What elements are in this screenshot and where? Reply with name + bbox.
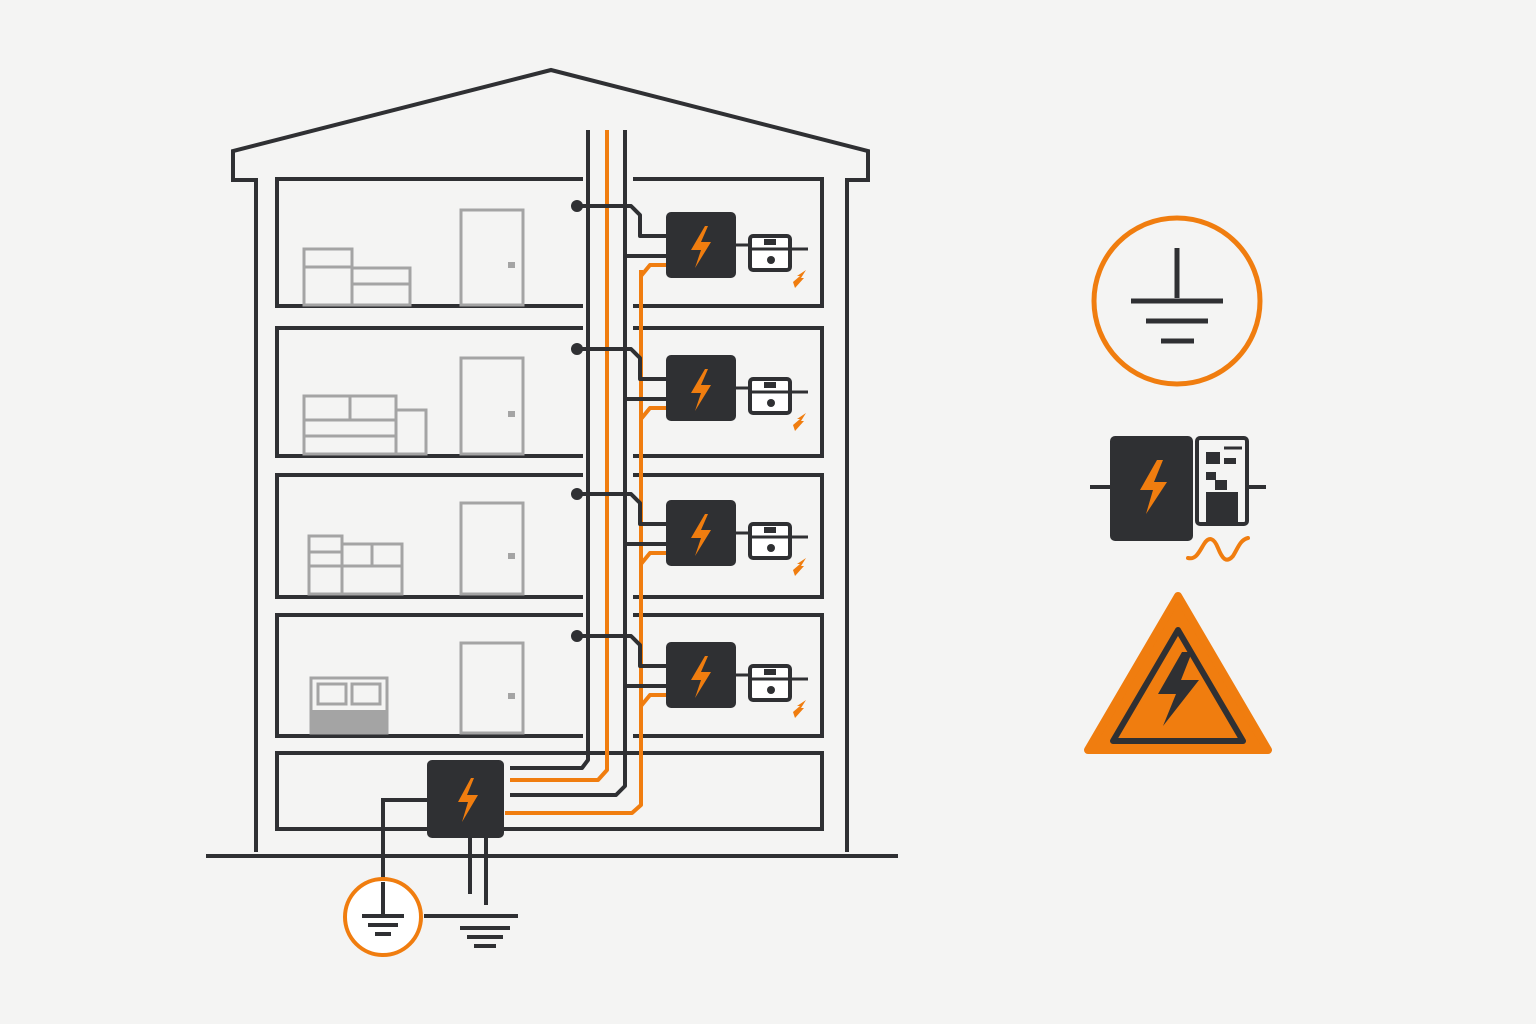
riser-cable-orange-right [505,270,643,815]
main-distribution-panel [427,760,504,838]
meter-display [764,527,776,533]
floor-3-electrical-assembly [571,488,808,576]
ground-conductor [381,798,427,880]
ground-symbol-icon [1091,215,1263,387]
energy-meter-icon [748,664,792,702]
cabinet-icon [309,676,389,735]
building [206,67,898,858]
earth-ground-symbol [460,926,510,948]
building-roof [231,67,870,852]
door-icon [459,356,525,456]
riser-cable-dark-left [510,130,590,770]
ground-symbol-icon [343,877,423,957]
panel-feed-cable [577,347,666,381]
spark-icon [793,413,806,431]
panel-ground-cable [639,263,666,278]
meter-dial [767,256,775,264]
sofa-icon [302,394,428,456]
door-icon [459,641,525,735]
panel-ground-cable [639,693,666,708]
spark-icon [793,270,806,288]
door-icon [459,501,525,596]
main-grounding [343,760,518,957]
panel-ground-cable [639,551,666,566]
meter-display [764,239,776,245]
legend [1084,215,1272,754]
lightning-bolt-icon [691,656,711,698]
spark-icon [793,558,806,576]
spark-icon [793,700,806,718]
panel-feed-cable [577,634,666,668]
meter-display [764,669,776,675]
floor-rooms [275,177,824,831]
lightning-bolt-icon [691,369,711,411]
bunk-bed-icon [302,247,412,307]
panel-feed-cable [577,492,666,526]
floor-2-electrical-assembly [571,343,808,431]
lightning-bolt-icon [691,514,711,556]
electrical-panel-icon [1090,436,1266,562]
riser-cable-dark-right [510,130,627,797]
interior-furniture [302,208,525,735]
floor-panels [571,200,808,718]
meter-display [764,382,776,388]
energy-meter-icon [748,377,792,415]
high-voltage-warning-icon [1084,592,1272,754]
door-icon [459,208,525,307]
bunk-bed-icon [307,534,404,596]
floor-4-electrical-assembly [571,630,808,718]
floor-1-electrical-assembly [571,200,808,288]
panel-feed-cable [577,204,666,238]
meter-dial [767,686,775,694]
meter-dial [767,544,775,552]
energy-meter-icon [748,522,792,560]
lightning-bolt-icon [691,226,711,268]
riser-cable-orange-center [510,130,609,782]
energy-meter-icon [748,234,792,272]
riser-cables [505,130,643,815]
meter-dial [767,399,775,407]
panel-ground-cable [639,406,666,421]
